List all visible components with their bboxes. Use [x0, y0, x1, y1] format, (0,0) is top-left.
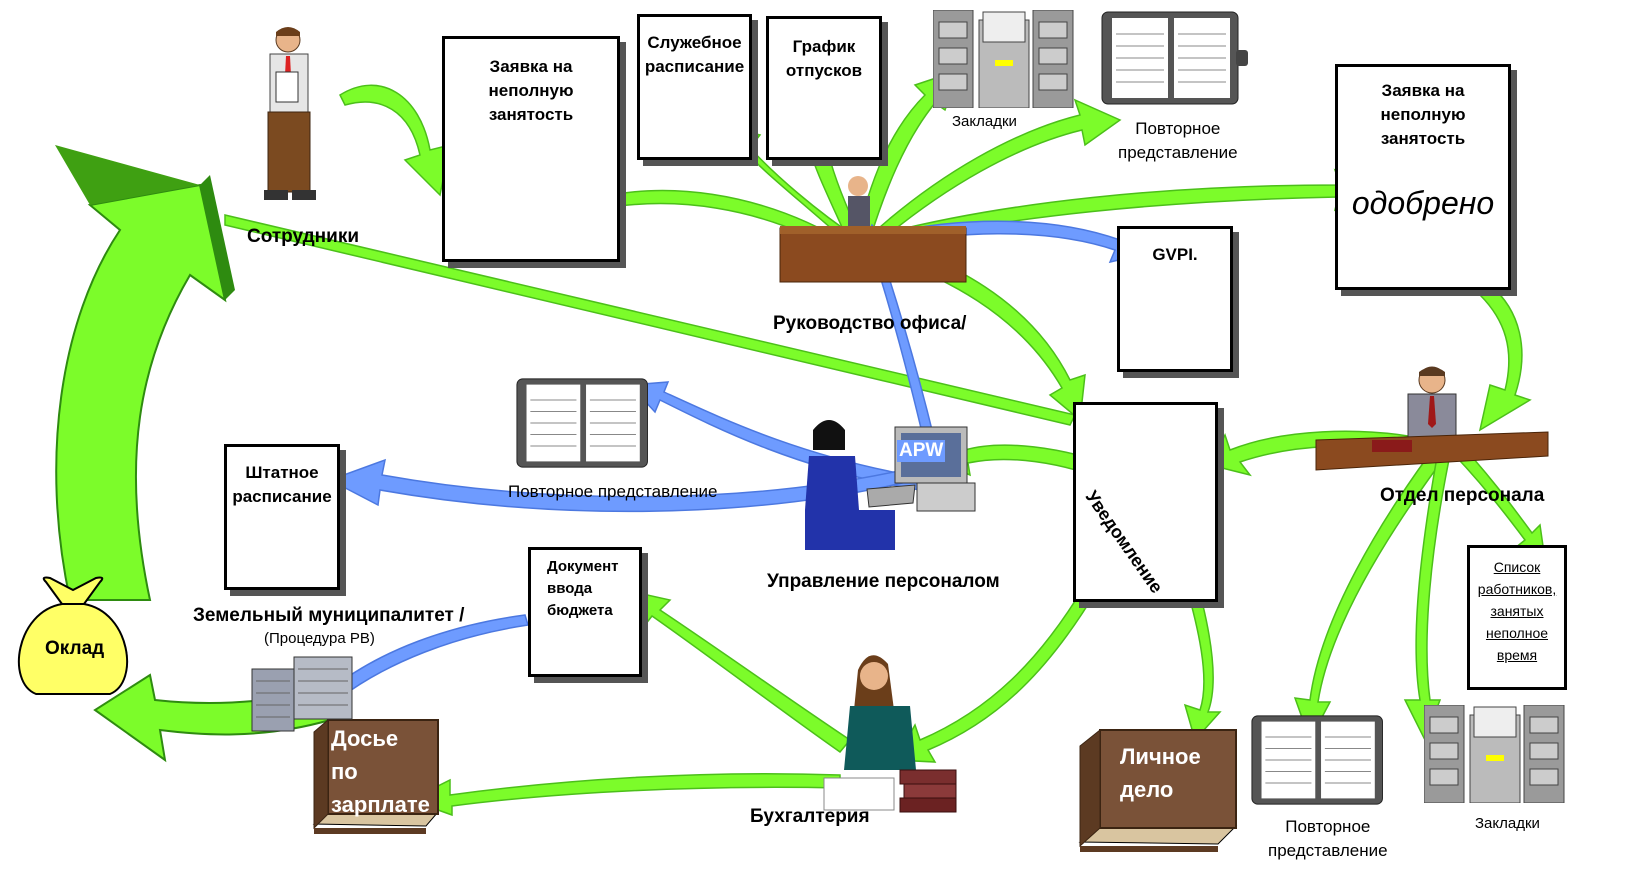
payroll-file-label-wrap: Досье по зарплате: [331, 722, 430, 821]
green-flows: [224, 68, 1546, 817]
money-bag-icon[interactable]: [6, 572, 140, 702]
manager-at-desk-icon[interactable]: [778, 170, 968, 285]
part-time-list-doc[interactable]: Список работников, занятых неполное врем…: [1467, 545, 1567, 690]
payroll-file-icon[interactable]: [306, 712, 442, 836]
payroll-file-label: Досье по зарплате: [331, 726, 430, 817]
planner-icon[interactable]: [1100, 10, 1250, 106]
service-schedule-doc[interactable]: Служебное расписание: [637, 14, 752, 160]
salary-label: Оклад: [45, 638, 105, 659]
file-cabinet-icon[interactable]: [933, 10, 1075, 108]
procedure-label: (Процедура PB): [264, 630, 375, 647]
approved-request-doc[interactable]: Заявка на неполную занятость одобрено: [1335, 64, 1511, 290]
staffing-text: Штатное расписание: [232, 463, 332, 506]
part-time-request-doc[interactable]: Заявка на неполную занятость: [442, 36, 620, 262]
personal-file-label: Личное дело: [1120, 744, 1201, 802]
file-cabinet-bottom-icon[interactable]: [1424, 705, 1566, 803]
accountant-icon[interactable]: [820, 640, 960, 820]
budget-doc-text: Документ ввода бюджета: [547, 558, 619, 619]
personal-file-label-wrap: Личное дело: [1120, 740, 1201, 806]
computer-icon[interactable]: [865, 425, 985, 520]
approved-text: одобрено: [1351, 185, 1495, 221]
planner-mid-icon[interactable]: [515, 375, 659, 471]
resubmission-bottom-label: Повторное представление: [1268, 817, 1388, 860]
resubmission-mid-label: Повторное представление: [508, 482, 718, 501]
server-icon[interactable]: [250, 655, 355, 733]
apw-label: APW: [897, 440, 946, 462]
bookmarks-top-label: Закладки: [952, 113, 1017, 130]
approved-request-text: Заявка на неполную занятость: [1380, 81, 1466, 148]
service-schedule-text: Служебное расписание: [644, 33, 745, 76]
hr-dept-label: Отдел персонала: [1380, 485, 1545, 506]
personal-file-icon[interactable]: [1076, 724, 1242, 854]
vacation-schedule-doc[interactable]: График отпусков: [766, 16, 882, 160]
municipality-label: Земельный муниципалитет /: [193, 605, 465, 626]
vacation-schedule-text: График отпусков: [785, 37, 863, 80]
gvpi-doc[interactable]: GVPI.: [1117, 226, 1233, 372]
operator-icon[interactable]: [795, 410, 905, 555]
planner-bottom-icon[interactable]: [1250, 712, 1394, 808]
resubmission-top-label: Повторное представление: [1118, 119, 1238, 162]
hr-manager-icon[interactable]: [1312, 360, 1552, 480]
accounting-label: Бухгалтерия: [750, 806, 870, 827]
staffing-doc[interactable]: Штатное расписание: [224, 444, 340, 590]
bookmarks-bottom-label: Закладки: [1475, 815, 1540, 832]
employees-label: Сотрудники: [247, 226, 360, 247]
office-mgmt-label: Руководство офиса/: [773, 313, 967, 334]
worker-icon[interactable]: [250, 22, 330, 212]
hr-mgmt-label: Управление персоналом: [767, 571, 1000, 592]
notice-doc[interactable]: Уведомление: [1073, 402, 1218, 602]
part-time-list-text: Список работников, занятых неполное врем…: [1477, 559, 1557, 663]
part-time-request-text: Заявка на неполную занятость: [488, 57, 574, 124]
gvpi-text: GVPI.: [1152, 245, 1198, 264]
salary-up-arrow: [55, 145, 235, 601]
notice-text: Уведомление: [1081, 487, 1167, 597]
blue-flows: [314, 220, 1142, 717]
budget-doc[interactable]: Документ ввода бюджета: [528, 547, 642, 677]
